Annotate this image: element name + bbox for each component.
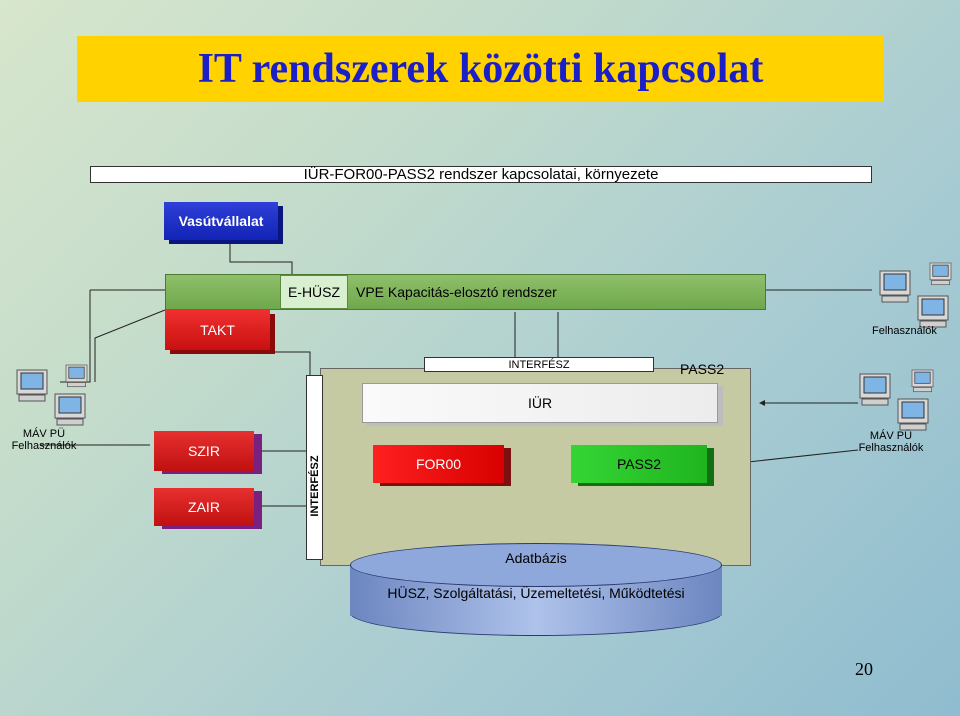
for00-box: FOR00	[373, 445, 504, 483]
computer-icon	[879, 270, 911, 303]
diagram-subtitle: IÜR-FOR00-PASS2 rendszer kapcsolatai, kö…	[90, 166, 872, 183]
takt-box: TAKT	[165, 310, 270, 350]
users-right-label: MÁV PÜ Felhasználók	[846, 430, 936, 454]
interfesz-top-box: INTERFÉSZ	[424, 357, 654, 372]
database-top	[350, 543, 722, 587]
szir-box: SZIR	[154, 431, 254, 471]
ehusz-box: E-HÜSZ	[280, 275, 348, 309]
database-contents: HÜSZ, Szolgáltatási, Üzemeltetési, Működ…	[387, 585, 685, 601]
users-right-line1: MÁV PÜ	[869, 430, 913, 442]
interfesz-side-box: INTERFÉSZ	[306, 375, 323, 560]
title-band: IT rendszerek közötti kapcsolat	[77, 36, 884, 102]
computer-icon	[54, 393, 86, 426]
users-left-label: MÁV PÜ Felhasználók	[2, 428, 86, 452]
users-left-line1: MÁV PÜ	[22, 428, 66, 440]
computer-icon	[917, 295, 949, 328]
vpe-label: VPE Kapacitás-elosztó rendszer	[356, 284, 557, 300]
computer-icon	[65, 364, 88, 388]
vpe-bar	[165, 274, 766, 310]
vasutvallalat-box: Vasútvállalat	[164, 202, 278, 240]
page-title: IT rendszerek közötti kapcsolat	[197, 46, 764, 92]
computer-icon	[897, 398, 929, 431]
page-number: 20	[855, 659, 873, 679]
computer-icon	[929, 262, 952, 286]
database-title: Adatbázis	[505, 550, 567, 566]
users-right-top-label: Felhasználók	[872, 325, 937, 337]
users-left-line2: Felhasználók	[11, 440, 77, 452]
computer-icon	[859, 373, 891, 406]
users-right-line2: Felhasználók	[858, 442, 924, 454]
iur-box: IÜR	[362, 383, 718, 423]
zair-box: ZAIR	[154, 488, 254, 526]
pass2-panel-label: PASS2	[680, 361, 725, 377]
pass2-box: PASS2	[571, 445, 707, 483]
computer-icon	[911, 369, 934, 393]
computer-icon	[16, 369, 48, 402]
